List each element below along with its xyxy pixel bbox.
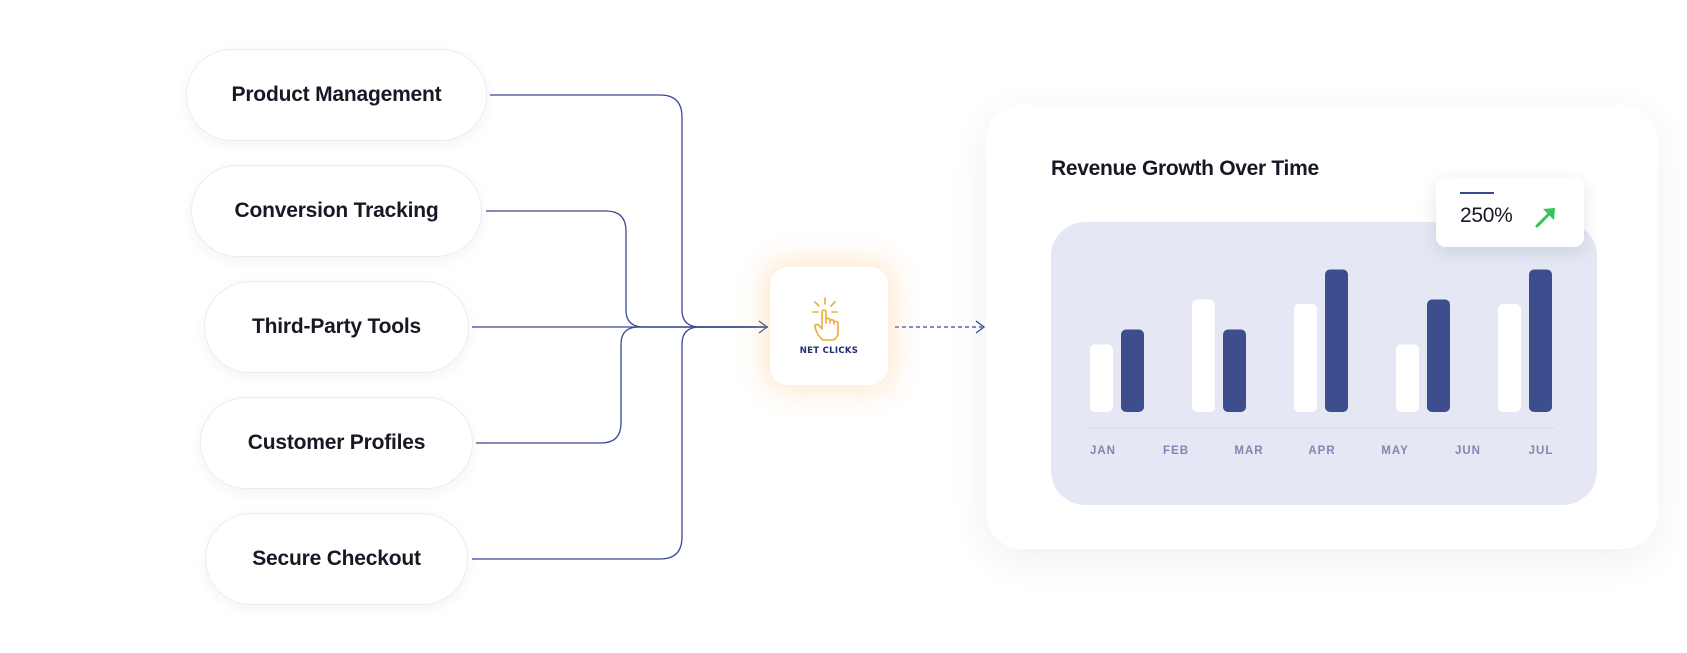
connector-customer-profiles [476, 326, 768, 444]
source-label: Customer Profiles [247, 431, 426, 454]
x-tick-label: JUL [1529, 445, 1554, 457]
x-tick-label: FEB [1163, 445, 1189, 457]
source-node-secure-checkout: Secure Checkout [205, 513, 468, 605]
x-tick-label: APR [1308, 445, 1335, 457]
bar-mar-light [1294, 304, 1317, 412]
source-label: Third-Party Tools [252, 315, 421, 338]
pointing-hand-click-icon [812, 297, 839, 341]
growth-value: 250% [1460, 204, 1513, 227]
source-label: Product Management [231, 83, 442, 106]
x-tick-label: JUN [1455, 445, 1481, 457]
bar-feb-light [1192, 299, 1215, 412]
chart-plot-area: JAN FEB MAR APR MAY JUN JUL [1051, 222, 1597, 505]
source-node-third-party-tools: Third-Party Tools [204, 281, 469, 373]
bar-jan-light [1090, 344, 1113, 412]
chart-title: Revenue Growth Over Time [1051, 157, 1319, 180]
trend-up-arrow-icon [1535, 208, 1555, 228]
x-tick-label: MAY [1381, 445, 1409, 457]
hub-node: NET CLICKS [770, 267, 888, 385]
badge-accent-line [1460, 192, 1494, 194]
bar-apr-dark [1427, 299, 1450, 412]
bar-mar-dark [1325, 269, 1348, 412]
x-tick-label: MAR [1234, 445, 1263, 457]
source-label: Secure Checkout [252, 547, 421, 570]
bar-apr-light [1396, 344, 1419, 412]
connector-conversion-tracking [486, 210, 768, 328]
source-node-customer-profiles: Customer Profiles [200, 397, 473, 489]
bar-feb-dark [1223, 329, 1246, 412]
hub-input-arrowhead [758, 320, 769, 334]
logo-text: NET CLICKS [799, 346, 859, 356]
source-node-product-management: Product Management [186, 49, 487, 141]
growth-badge: 250% [1436, 177, 1584, 247]
source-label: Conversion Tracking [234, 199, 439, 222]
bar-chart: JAN FEB MAR APR MAY JUN JUL [1090, 269, 1555, 457]
revenue-chart-card: Revenue Growth Over Time JAN FEB MAR APR MAY… [986, 105, 1658, 549]
connector-product-management [490, 94, 768, 328]
connector-secure-checkout [472, 326, 768, 560]
bar-jan-dark [1121, 329, 1144, 412]
source-node-conversion-tracking: Conversion Tracking [191, 165, 482, 257]
chart-input-arrowhead [975, 320, 986, 334]
x-tick-label: JAN [1090, 445, 1116, 457]
bar-may-dark [1529, 269, 1552, 412]
bar-may-light [1498, 304, 1521, 412]
